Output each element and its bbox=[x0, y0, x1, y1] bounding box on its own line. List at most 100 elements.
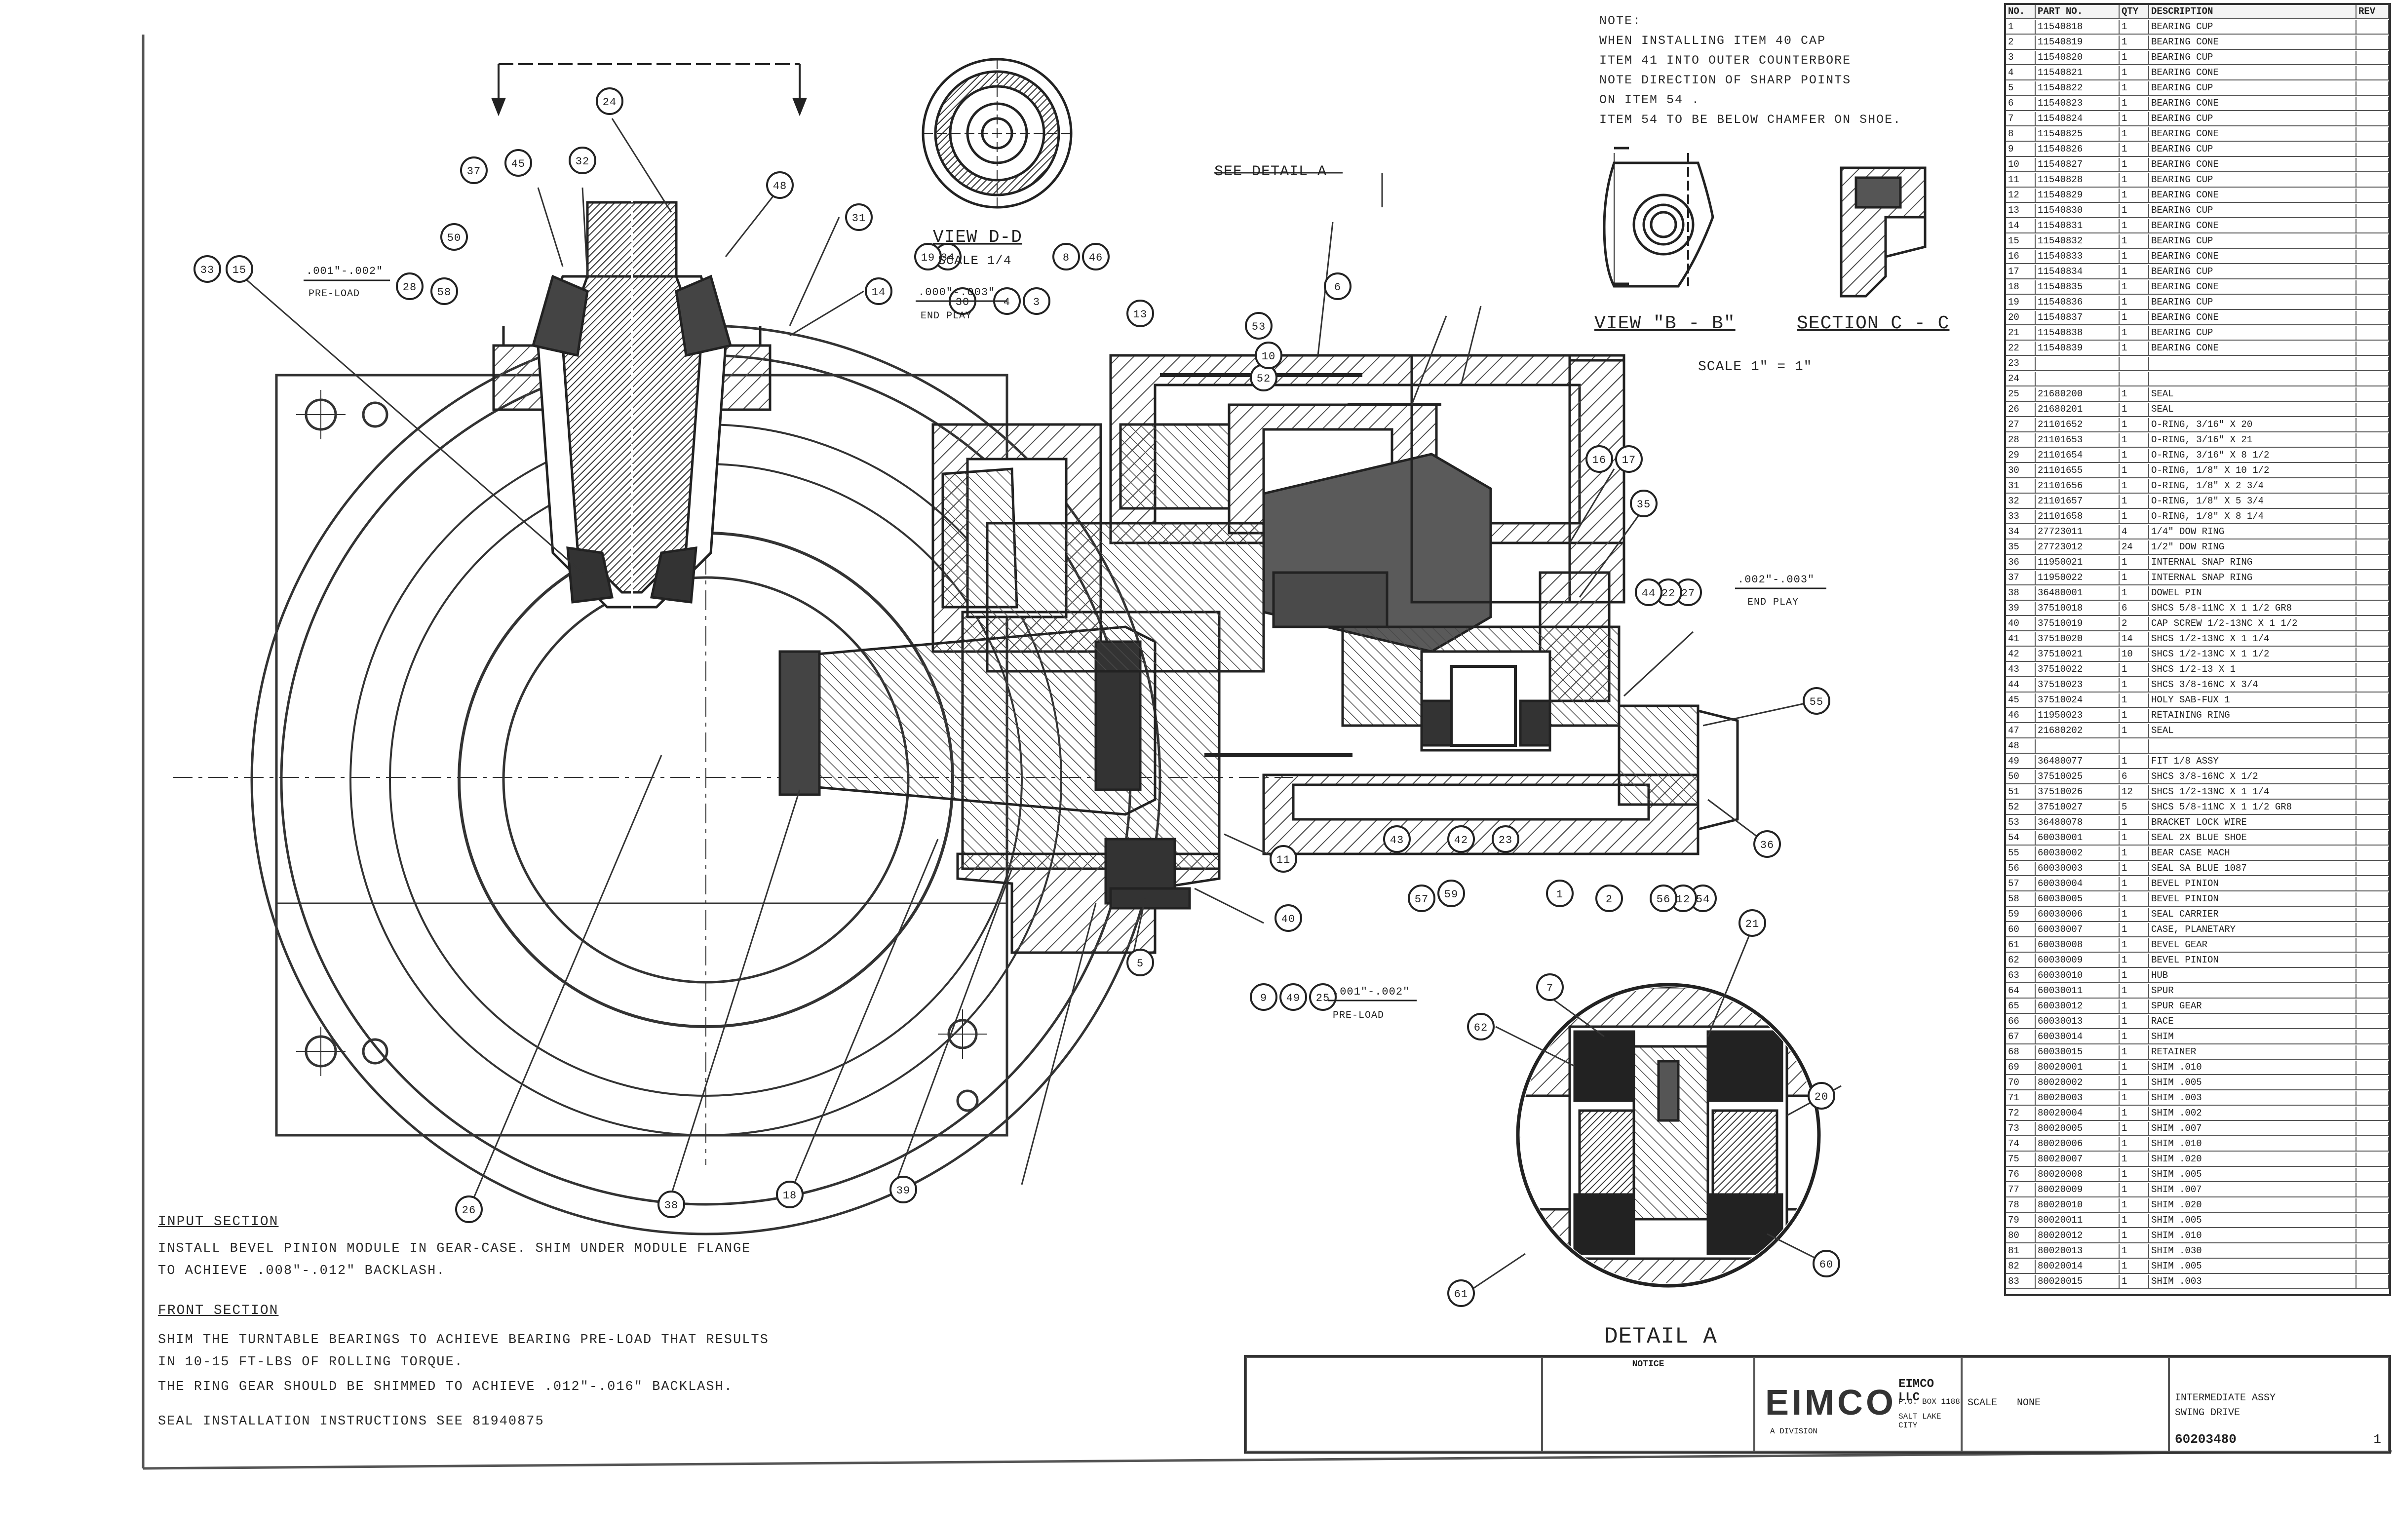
bom-cell: 12 bbox=[2006, 189, 2036, 202]
bom-cell: 4 bbox=[2120, 525, 2149, 539]
bom-cell: 47 bbox=[2006, 724, 2036, 737]
bom-cell: 12 bbox=[2120, 785, 2149, 799]
bom-cell: 41 bbox=[2006, 632, 2036, 646]
bom-cell: 4 bbox=[2006, 66, 2036, 79]
bom-cell: 78 bbox=[2006, 1198, 2036, 1212]
balloon-label: 49 bbox=[1286, 992, 1300, 1004]
balloon-circle bbox=[1447, 1279, 1475, 1307]
bom-cell: SHIM .010 bbox=[2149, 1137, 2356, 1151]
balloon-label: 17 bbox=[1622, 454, 1636, 466]
bom-cell: CASE, PLANETARY bbox=[2149, 923, 2356, 936]
bom-cell bbox=[2356, 831, 2389, 845]
bom-cell: 1 bbox=[2120, 586, 2149, 600]
bom-cell: 1 bbox=[2120, 724, 2149, 737]
bom-cell bbox=[2356, 1061, 2389, 1074]
balloon-label: 62 bbox=[1474, 1022, 1488, 1034]
bom-cell: 1 bbox=[2120, 449, 2149, 462]
bom-cell: BEARING CONE bbox=[2149, 36, 2356, 49]
bom-cell: 77 bbox=[2006, 1183, 2036, 1196]
bom-cell bbox=[2356, 1244, 2389, 1258]
bom-cell bbox=[2356, 296, 2389, 309]
bom-cell: 38 bbox=[2006, 586, 2036, 600]
balloon-label: 24 bbox=[603, 96, 617, 109]
bom-cell: 1 bbox=[2120, 693, 2149, 707]
bom-cell: 25 bbox=[2006, 387, 2036, 401]
item-balloon: 11 bbox=[1270, 845, 1297, 873]
balloon-label: 6 bbox=[1334, 281, 1341, 294]
bom-cell: BEVEL PINION bbox=[2149, 877, 2356, 890]
item-balloon: 40 bbox=[1275, 904, 1302, 932]
balloon-label: 40 bbox=[1281, 913, 1295, 925]
bom-cell bbox=[2356, 36, 2389, 49]
bom-cell: 1 bbox=[2120, 495, 2149, 508]
balloon-circle bbox=[1813, 1250, 1840, 1277]
preload-value-4: .001"-.002" bbox=[1333, 986, 1410, 998]
bom-cell: SHIM .030 bbox=[2149, 1244, 2356, 1258]
bom-cell: 1 bbox=[2120, 112, 2149, 125]
bom-cell: 1/4" DOW RING bbox=[2149, 525, 2356, 539]
bom-cell: BEARING CONE bbox=[2149, 66, 2356, 79]
bom-cell: 1 bbox=[2120, 923, 2149, 936]
bom-cell: 30 bbox=[2006, 464, 2036, 477]
bom-cell: 1 bbox=[2120, 1091, 2149, 1105]
bom-cell bbox=[2149, 357, 2356, 370]
bom-cell: 50 bbox=[2006, 770, 2036, 783]
bom-cell: 1 bbox=[2120, 1015, 2149, 1028]
bom-cell bbox=[2036, 739, 2120, 753]
bom-cell: 39 bbox=[2006, 602, 2036, 615]
bom-cell: O-RING, 1/8" X 5 3/4 bbox=[2149, 495, 2356, 508]
bom-cell: 80020015 bbox=[2036, 1275, 2120, 1288]
bom-cell: 80020008 bbox=[2036, 1168, 2120, 1181]
item-balloon: 37 bbox=[460, 156, 488, 184]
bom-cell: 1 bbox=[2120, 510, 2149, 523]
bom-cell: 11950021 bbox=[2036, 556, 2120, 569]
bom-cell: SHIM .005 bbox=[2149, 1260, 2356, 1273]
bom-cell: 70 bbox=[2006, 1076, 2036, 1089]
item-balloon: 24 bbox=[596, 87, 623, 115]
bom-cell: BEARING CUP bbox=[2149, 173, 2356, 187]
bom-cell: 1 bbox=[2120, 1137, 2149, 1151]
bom-cell bbox=[2356, 464, 2389, 477]
bom-cell: SHIM .007 bbox=[2149, 1122, 2356, 1135]
bom-cell bbox=[2356, 1137, 2389, 1151]
bom-cell: 73 bbox=[2006, 1122, 2036, 1135]
balloon-circle bbox=[1803, 687, 1830, 715]
preload-value-2: .000"-.003" bbox=[918, 286, 995, 299]
bom-cell: 9 bbox=[2006, 143, 2036, 156]
balloon-circle bbox=[1536, 973, 1564, 1001]
bom-cell: 13 bbox=[2006, 204, 2036, 217]
bom-cell bbox=[2356, 923, 2389, 936]
bom-cell bbox=[2356, 372, 2389, 385]
balloon-label: 18 bbox=[783, 1190, 797, 1202]
bom-cell: BEVEL PINION bbox=[2149, 892, 2356, 906]
balloon-circle bbox=[1255, 342, 1282, 369]
drawing-title-2: SWING DRIVE bbox=[2175, 1407, 2240, 1419]
bom-cell bbox=[2356, 1000, 2389, 1013]
item-balloon: 43 bbox=[1383, 825, 1411, 853]
balloon-label: 5 bbox=[1137, 958, 1144, 970]
bom-cell: 37510022 bbox=[2036, 663, 2120, 676]
bom-cell: 11540824 bbox=[2036, 112, 2120, 125]
bom-cell: 1 bbox=[2120, 984, 2149, 998]
bom-cell: 48 bbox=[2006, 739, 2036, 753]
bom-cell: 37510027 bbox=[2036, 801, 2120, 814]
balloon-label: 28 bbox=[403, 281, 417, 294]
bom-cell: 11540820 bbox=[2036, 51, 2120, 64]
input-section-heading: INPUT SECTION bbox=[158, 1214, 279, 1230]
bom-cell: 80020011 bbox=[2036, 1214, 2120, 1227]
bom-cell: 1 bbox=[2120, 479, 2149, 493]
bom-cell bbox=[2356, 1015, 2389, 1028]
bom-cell: 42 bbox=[2006, 648, 2036, 661]
bom-cell: 1 bbox=[2120, 816, 2149, 829]
item-balloon: 9 bbox=[1250, 983, 1277, 1011]
bom-cell: BEARING CUP bbox=[2149, 265, 2356, 278]
bom-cell: 60030006 bbox=[2036, 908, 2120, 921]
bom-cell: 60030009 bbox=[2036, 954, 2120, 967]
bom-cell: 1 bbox=[2120, 158, 2149, 171]
bom-cell: BEARING CUP bbox=[2149, 112, 2356, 125]
bom-cell: SHIM .005 bbox=[2149, 1214, 2356, 1227]
